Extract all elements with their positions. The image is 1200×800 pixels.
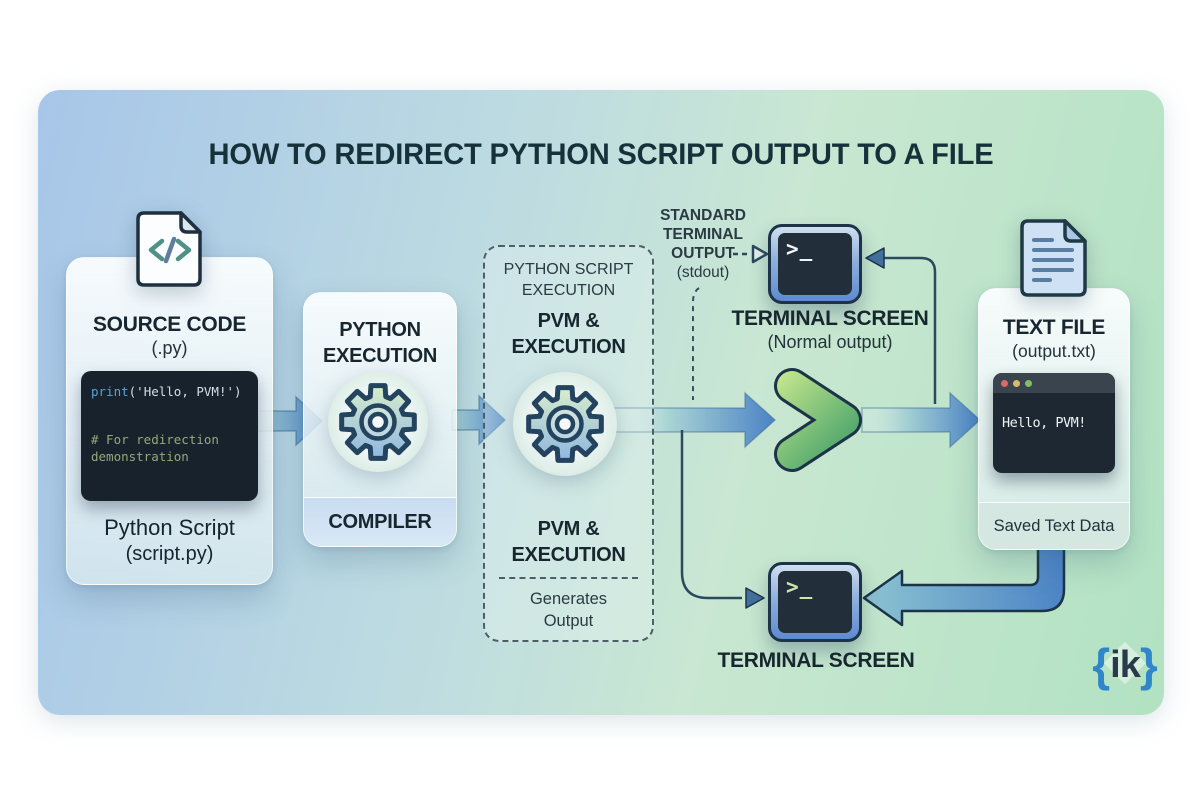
terminal-top-label: TERMINAL SCREEN (Normal output) xyxy=(731,307,929,352)
textfile-terminal-window: Hello, PVM! xyxy=(993,373,1115,473)
compiler-label: COMPILER xyxy=(328,510,432,533)
logo-text: ik xyxy=(1110,644,1141,686)
pvm-bottom-section: PVM & EXECUTION Generates Output xyxy=(497,516,640,632)
pvm-header: PYTHON SCRIPT EXECUTION xyxy=(503,261,634,299)
source-caption: Python Script (script.py) xyxy=(104,515,235,565)
terminal-titlebar xyxy=(993,373,1115,393)
saved-text-label: Saved Text Data xyxy=(993,516,1115,535)
pvm-divider xyxy=(499,577,638,579)
code-file-icon xyxy=(136,211,202,287)
terminal-bottom-icon: >_ xyxy=(768,562,862,642)
pvm-label-top: PVM & EXECUTION xyxy=(511,310,626,358)
pvm-label-bottom: PVM & EXECUTION xyxy=(511,518,626,566)
close-dot-icon xyxy=(1001,379,1008,387)
code-line-print: print('Hello, PVM!') xyxy=(91,384,242,399)
code-snippet: print('Hello, PVM!') # For redirection d… xyxy=(81,371,258,501)
terminal-top-screen: >_ xyxy=(778,233,852,295)
source-heading: SOURCE CODE xyxy=(92,313,247,336)
terminal-bottom-screen: >_ xyxy=(778,571,852,633)
text-document-icon xyxy=(1020,219,1087,297)
pvm-gear-icon xyxy=(513,372,617,476)
source-extension: (.py) xyxy=(151,338,188,358)
compiler-gear-icon xyxy=(328,372,428,472)
brand-logo: { ik } xyxy=(1080,634,1170,696)
logo-brace-open: { xyxy=(1092,639,1111,691)
textfile-content: Hello, PVM! xyxy=(1002,415,1086,431)
page-title: HOW TO REDIRECT PYTHON SCRIPT OUTPUT TO … xyxy=(208,138,994,171)
minimize-dot-icon xyxy=(1013,379,1020,387)
compiler-strip: COMPILER xyxy=(304,497,456,546)
maximize-dot-icon xyxy=(1025,379,1032,387)
code-comment: # For redirection demonstration xyxy=(91,432,219,464)
textfile-heading: TEXT FILE xyxy=(1002,316,1106,339)
terminal-top-icon: >_ xyxy=(768,224,862,304)
stdout-note: STANDARD TERMINAL OUTPUT (stdout) xyxy=(660,207,746,281)
text-file-box: TEXT FILE (output.txt) Hello, PVM! Saved… xyxy=(978,288,1130,550)
pvm-footer: Generates Output xyxy=(529,590,608,630)
python-execution-heading: PYTHON EXECUTION xyxy=(323,319,437,367)
terminal-bottom-label: TERMINAL SCREEN xyxy=(717,649,915,672)
saved-text-strip: Saved Text Data xyxy=(979,502,1129,549)
logo-brace-close: } xyxy=(1139,639,1158,691)
textfile-filename: (output.txt) xyxy=(1012,341,1096,361)
source-code-box: SOURCE CODE (.py) print('Hello, PVM!') #… xyxy=(66,257,273,585)
